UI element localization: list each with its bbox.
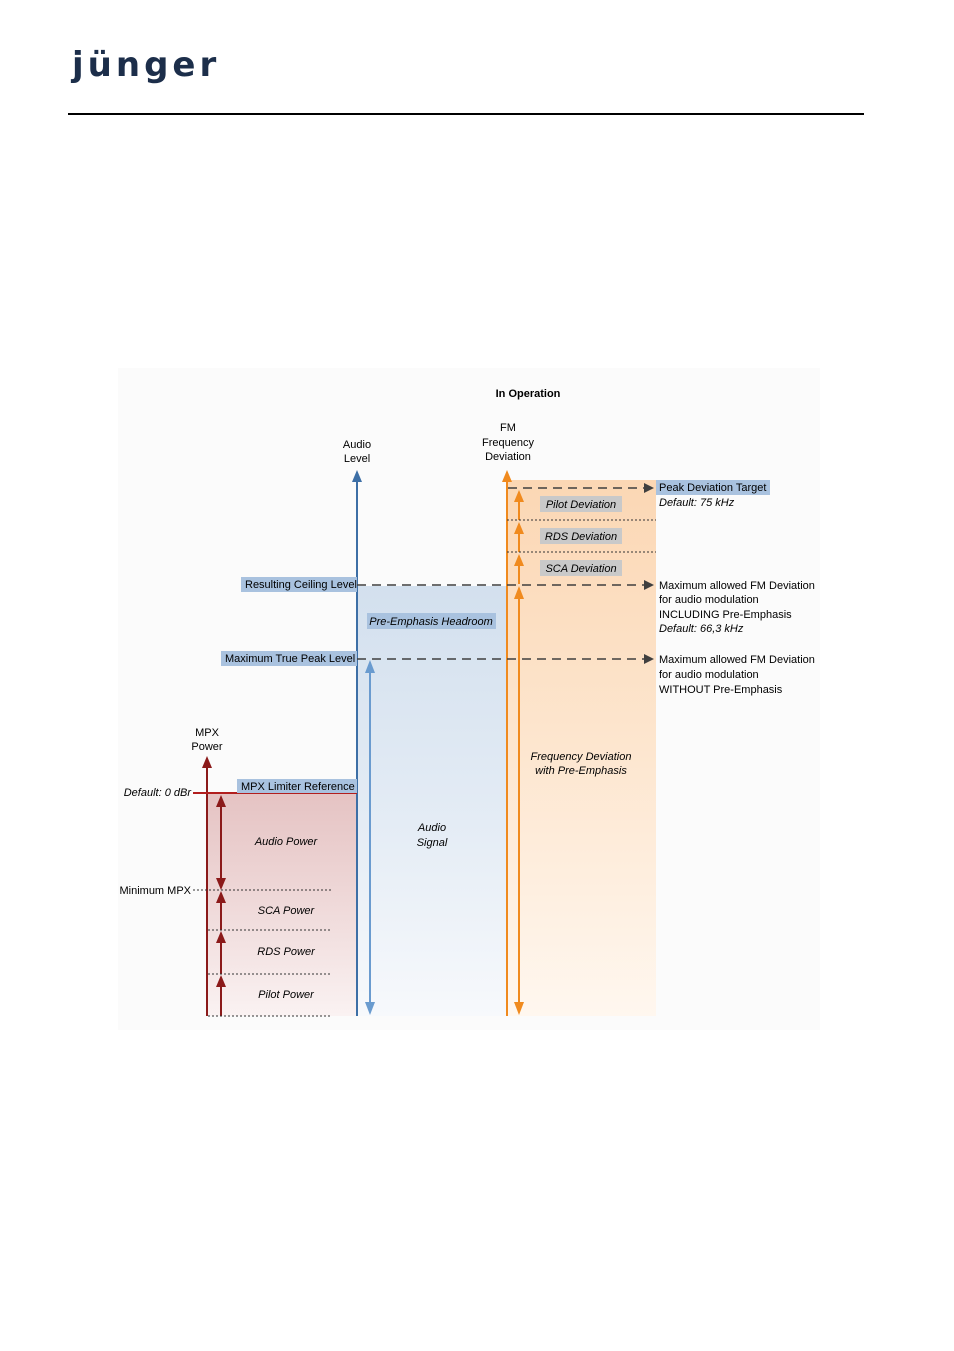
- pilot-power-arrow-head: [216, 975, 226, 987]
- diagram-title: In Operation: [496, 388, 561, 400]
- mpx-power-region: [208, 793, 357, 1016]
- sca-deviation-arrow-head: [514, 554, 524, 566]
- fm-axis-label-line1: FM: [500, 422, 516, 434]
- true-peak-note-line3: WITHOUT Pre-Emphasis: [659, 684, 783, 696]
- mpx-limiter-reference-box: [237, 779, 357, 793]
- true-peak-note-line2: for audio modulation: [659, 669, 759, 681]
- fm-axis-label-line3: Deviation: [485, 451, 531, 463]
- audio-power-label: Audio Power: [254, 836, 319, 848]
- ceiling-note-line2: for audio modulation: [659, 594, 759, 606]
- frequency-deviation-label-line1: Frequency Deviation: [531, 751, 632, 763]
- audio-signal-region: [357, 586, 507, 1016]
- mpx-axis-label-line1: MPX: [195, 727, 220, 739]
- audio-signal-label-line1: Audio: [417, 822, 446, 834]
- frequency-deviation-label-line2: with Pre-Emphasis: [535, 765, 627, 777]
- sca-deviation-box: [540, 560, 622, 576]
- true-peak-note-line1: Maximum allowed FM Deviation: [659, 654, 815, 666]
- sca-deviation-label: SCA Deviation: [545, 563, 616, 575]
- rds-deviation-box: [540, 528, 622, 544]
- rds-power-arrow-head: [216, 931, 226, 943]
- resulting-ceiling-level-box: [241, 577, 357, 592]
- ceiling-note-line1: Maximum allowed FM Deviation: [659, 580, 815, 592]
- sca-power-label: SCA Power: [258, 905, 316, 917]
- ceiling-note-line3: INCLUDING Pre-Emphasis: [659, 609, 792, 621]
- audio-signal-arrow-up-head: [365, 660, 375, 673]
- minimum-mpx-label: Minimum MPX: [119, 885, 191, 897]
- maximum-true-peak-level-label: Maximum True Peak Level: [225, 653, 355, 665]
- rds-deviation-arrow-head: [514, 522, 524, 534]
- resulting-ceiling-level-label: Resulting Ceiling Level: [245, 579, 357, 591]
- mpx-limiter-reference-label: MPX Limiter Reference: [241, 781, 355, 793]
- pilot-power-label: Pilot Power: [258, 989, 315, 1001]
- peak-deviation-target-box: [656, 480, 770, 495]
- pilot-deviation-label: Pilot Deviation: [546, 499, 616, 511]
- audio-level-axis-label-line2: Level: [344, 453, 370, 465]
- sca-power-arrow-head: [216, 891, 226, 903]
- audio-signal-label-line2: Signal: [417, 837, 448, 849]
- frequency-deviation-arrow-down-head: [514, 1002, 524, 1015]
- logo: jünger: [70, 45, 220, 85]
- frequency-deviation-arrow-up-head: [514, 586, 524, 599]
- peak-deviation-target-label: Peak Deviation Target: [659, 482, 766, 494]
- mpx-axis-label-line2: Power: [191, 741, 223, 753]
- audio-power-arrow-up-head: [216, 795, 226, 807]
- audio-level-axis-arrowhead: [352, 470, 362, 482]
- audio-signal-arrow-down-head: [365, 1002, 375, 1015]
- maximum-true-peak-level-box: [221, 651, 357, 666]
- audio-level-axis-label-line1: Audio: [343, 439, 371, 451]
- fm-deviation-axis-arrowhead: [502, 470, 512, 482]
- rds-deviation-label: RDS Deviation: [545, 531, 617, 543]
- ceiling-default: Default: 66,3 kHz: [659, 623, 744, 635]
- pilot-deviation-arrow-head: [514, 490, 524, 502]
- default-mpx-label: Default: 0 dBr: [124, 787, 193, 799]
- rds-power-label: RDS Power: [257, 946, 316, 958]
- fm-axis-label-line2: Frequency: [482, 437, 534, 449]
- pilot-deviation-box: [540, 496, 622, 512]
- pre-emphasis-headroom-box: [367, 613, 496, 629]
- pre-emphasis-headroom-label: Pre-Emphasis Headroom: [369, 616, 493, 628]
- audio-power-arrow-down-head: [216, 878, 226, 890]
- mpx-power-axis-arrowhead: [202, 756, 212, 768]
- peak-deviation-default: Default: 75 kHz: [659, 497, 735, 509]
